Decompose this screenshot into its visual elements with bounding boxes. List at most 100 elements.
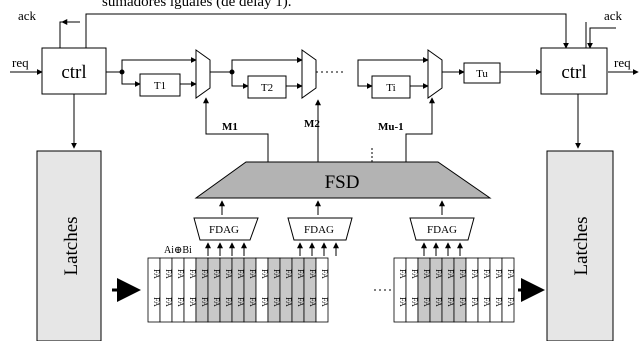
- left-fa-label: FA: [236, 269, 245, 279]
- ti-label: Ti: [386, 82, 395, 94]
- ctrl-right-block: ctrl: [540, 47, 608, 95]
- right-fa-label: FA: [458, 297, 467, 307]
- latches-left: Latches: [36, 150, 102, 341]
- fa-to-fdag-arrows: [205, 242, 463, 256]
- left-fa-label: FA: [188, 297, 197, 307]
- left-fa-label: FA: [284, 297, 293, 307]
- left-fa-cell: [279, 257, 293, 323]
- fdag-1: FDAG: [193, 217, 259, 241]
- mux-1: [195, 49, 211, 99]
- ack-right-label: ack: [604, 8, 623, 23]
- fa-group-left: FAFAFAFAFAFAFAFAFAFAFAFAFAFAFAFAFAFAFAFA…: [147, 257, 329, 323]
- left-fa-cell: [267, 257, 281, 323]
- right-fa-cell: [453, 257, 467, 323]
- right-fa-label: FA: [446, 297, 455, 307]
- right-fa-label: FA: [506, 297, 515, 307]
- left-fa-label: FA: [284, 269, 293, 279]
- fdag-3: FDAG: [409, 217, 475, 241]
- left-fa-cell: [291, 257, 305, 323]
- fdag-to-fsd: [219, 200, 445, 215]
- left-fa-label: FA: [248, 269, 257, 279]
- left-fa-label: FA: [152, 269, 161, 279]
- t1-label: T1: [154, 80, 166, 92]
- left-fa-label: FA: [236, 297, 245, 307]
- left-fa-label: FA: [212, 297, 221, 307]
- right-fa-label: FA: [398, 297, 407, 307]
- left-fa-cell: [255, 257, 269, 323]
- t2-block: T2: [247, 75, 287, 99]
- right-fa-label: FA: [494, 297, 503, 307]
- left-fa-label: FA: [296, 269, 305, 279]
- ti-block: Ti: [371, 75, 411, 99]
- fdag-2: FDAG: [287, 217, 353, 241]
- right-fa-cell: [489, 257, 503, 323]
- ack-right-line: [587, 27, 616, 49]
- right-fa-label: FA: [422, 269, 431, 279]
- right-fa-label: FA: [494, 269, 503, 279]
- mu1-label: Mu-1: [378, 121, 404, 133]
- left-fa-cell: [183, 257, 197, 323]
- t2-label: T2: [261, 82, 273, 94]
- right-fa-label: FA: [482, 297, 491, 307]
- left-fa-label: FA: [320, 297, 329, 307]
- left-fa-cell: [207, 257, 221, 323]
- fdag-1-label: FDAG: [209, 224, 239, 236]
- datapath-wires: [106, 57, 542, 89]
- req-right-label: req: [614, 55, 631, 70]
- left-fa-label: FA: [296, 297, 305, 307]
- left-fa-label: FA: [152, 297, 161, 307]
- tu-block: Tu: [463, 62, 501, 84]
- mux-u1: [427, 49, 443, 99]
- ctrl-left-label: ctrl: [61, 62, 86, 83]
- right-fa-label: FA: [398, 269, 407, 279]
- top-feedback-line: [59, 13, 587, 50]
- left-fa-label: FA: [176, 297, 185, 307]
- left-fa-label: FA: [260, 297, 269, 307]
- ai-xor-bi-label: Ai⊕Bi: [164, 245, 192, 256]
- left-fa-label: FA: [272, 297, 281, 307]
- right-fa-label: FA: [446, 269, 455, 279]
- right-fa-label: FA: [506, 269, 515, 279]
- latches-right-label: Latches: [571, 216, 592, 275]
- m1-label: M1: [222, 121, 238, 133]
- right-fa-label: FA: [434, 269, 443, 279]
- right-fa-cell: [417, 257, 431, 323]
- left-fa-label: FA: [308, 297, 317, 307]
- left-fa-label: FA: [308, 269, 317, 279]
- left-fa-label: FA: [212, 269, 221, 279]
- right-fa-cell: [393, 257, 407, 323]
- t1-block: T1: [139, 73, 181, 97]
- ctrl-right-label: ctrl: [561, 62, 586, 83]
- left-fa-cell: [315, 257, 329, 323]
- left-fa-cell: [231, 257, 245, 323]
- mux-2: [301, 49, 317, 99]
- left-fa-label: FA: [248, 297, 257, 307]
- tu-label: Tu: [476, 68, 488, 80]
- latches-left-label: Latches: [61, 216, 82, 275]
- m2-label: M2: [304, 118, 320, 130]
- select-lines: [203, 97, 435, 162]
- right-fa-cell: [477, 257, 491, 323]
- fsd-label: FSD: [325, 172, 360, 193]
- right-fa-label: FA: [410, 297, 419, 307]
- fdag-2-label: FDAG: [304, 224, 334, 236]
- right-fa-label: FA: [470, 269, 479, 279]
- left-fa-cell: [195, 257, 209, 323]
- right-fa-cell: [501, 257, 515, 323]
- right-fa-cell: [405, 257, 419, 323]
- right-fa-label: FA: [434, 297, 443, 307]
- ctrl-left-block: ctrl: [41, 47, 107, 95]
- left-fa-label: FA: [176, 269, 185, 279]
- header-fragment: sumadores iguales (de delay 1).: [102, 0, 292, 10]
- req-left-label: req: [12, 55, 29, 70]
- left-fa-label: FA: [188, 269, 197, 279]
- fdag-3-label: FDAG: [427, 224, 457, 236]
- left-fa-label: FA: [164, 297, 173, 307]
- left-fa-cell: [171, 257, 185, 323]
- left-fa-cell: [219, 257, 233, 323]
- left-fa-label: FA: [260, 269, 269, 279]
- right-fa-label: FA: [458, 269, 467, 279]
- left-fa-cell: [243, 257, 257, 323]
- left-fa-cell: [303, 257, 317, 323]
